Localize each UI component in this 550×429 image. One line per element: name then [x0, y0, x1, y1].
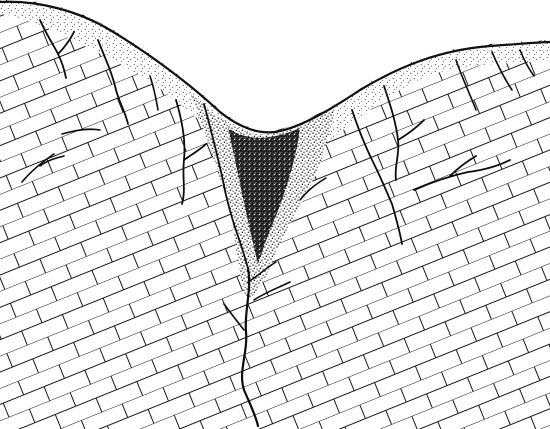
- cross-section-drawing: [0, 0, 550, 429]
- doline-cross-section-figure: [0, 0, 550, 429]
